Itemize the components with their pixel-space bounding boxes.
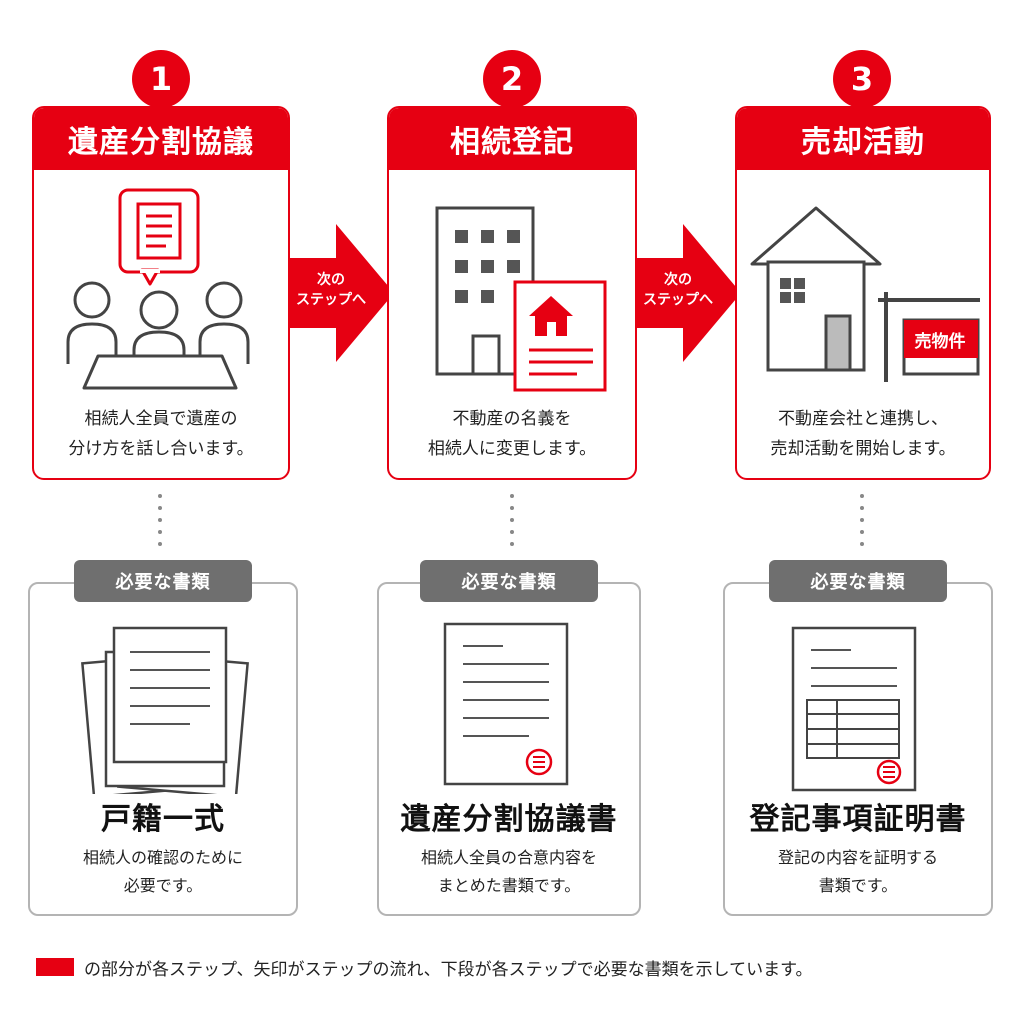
legend-red-swatch — [36, 958, 74, 976]
required-documents-label: 必要な書類 — [769, 560, 947, 602]
document-description: 相続人全員の合意内容を まとめた書類です。 — [420, 848, 597, 895]
legend: の部分が各ステップ、矢印がステップの流れ、下段が各ステップで必要な書類を示してい… — [36, 952, 996, 982]
arrow-right-icon — [290, 224, 394, 362]
step-title: 売却活動 — [737, 108, 989, 170]
building-registration-icon — [435, 206, 607, 392]
required-documents-panel-2: 遺産分割協議書 相続人全員の合意内容を まとめた書類です。 — [377, 582, 641, 916]
house-for-sale-icon — [750, 206, 980, 382]
document-title: 登記事項証明書 — [749, 802, 967, 837]
dotted-connector-2 — [510, 494, 514, 554]
legend-text: の部分が各ステップ、矢印がステップの流れ、下段が各ステップで必要な書類を示してい… — [84, 959, 813, 980]
document-title: 戸籍一式 — [101, 802, 225, 837]
step-title: 遺産分割協議 — [34, 108, 288, 170]
step-description: 不動産の名義を 相続人に変更します。 — [427, 409, 597, 459]
for-sale-sign-text: 売物件 — [914, 331, 966, 352]
step-title: 相続登記 — [389, 108, 635, 170]
arrow-label: 次の ステップへ — [296, 272, 366, 308]
stamped-document-icon — [443, 622, 569, 786]
step-card-3: 売却活動 売物件 不動産会社と連携し、 売却活動を開始します。 — [735, 106, 991, 480]
next-step-arrow-2: 次の ステップへ — [637, 224, 741, 362]
step-card-2: 相続登記 不動産の名義を 相続人に変更します。 — [387, 106, 637, 480]
document-description: 登記の内容を証明する 書類です。 — [777, 848, 938, 895]
required-documents-label: 必要な書類 — [420, 560, 598, 602]
step-description: 不動産会社と連携し、 売却活動を開始します。 — [770, 409, 956, 459]
step-description: 相続人全員で遺産の 分け方を話し合います。 — [68, 409, 254, 459]
dotted-connector-1 — [158, 494, 162, 554]
required-documents-panel-1: 戸籍一式 相続人の確認のために 必要です。 — [28, 582, 298, 916]
required-documents-panel-3: 登記事項証明書 登記の内容を証明する 書類です。 — [723, 582, 993, 916]
step-card-1: 遺産分割協議 相続人全員で遺産の 分け方を話し合います。 — [32, 106, 290, 480]
step-number-1: 1 — [132, 50, 190, 108]
next-step-arrow-1: 次の ステップへ — [290, 224, 394, 362]
meeting-icon — [66, 188, 250, 390]
certificate-document-icon — [791, 626, 917, 792]
step-number-3: 3 — [833, 50, 891, 108]
required-documents-label: 必要な書類 — [74, 560, 252, 602]
arrow-right-icon — [637, 224, 741, 362]
document-title: 遺産分割協議書 — [400, 802, 618, 837]
dotted-connector-3 — [860, 494, 864, 554]
document-stack-icon — [81, 626, 249, 794]
arrow-label: 次の ステップへ — [643, 272, 713, 308]
step-number-2: 2 — [483, 50, 541, 108]
document-description: 相続人の確認のために 必要です。 — [82, 848, 243, 895]
